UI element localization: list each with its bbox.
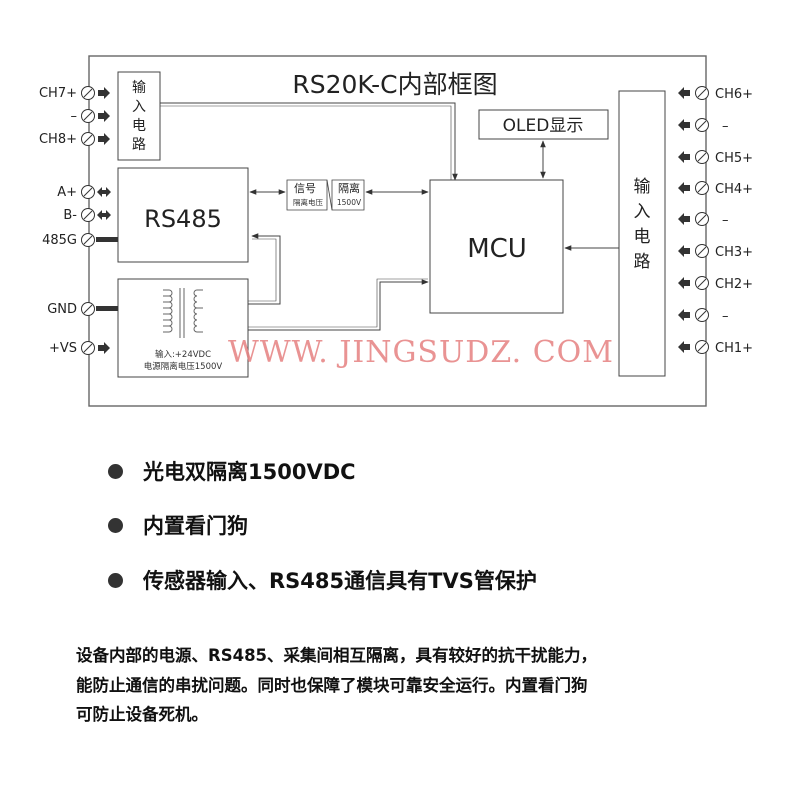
terminal-ch4-plus-arrow bbox=[678, 182, 690, 194]
terminal-ch4-plus-label: CH4+ bbox=[715, 182, 753, 197]
signal-lines bbox=[160, 102, 619, 331]
mcu-label: MCU bbox=[467, 234, 527, 264]
right-terminal-group: CH6+ – CH5+ CH4+ – CH3+ CH2+ – CH1+ bbox=[678, 86, 753, 356]
power-input-text: 输入:+24VDC bbox=[155, 349, 211, 360]
terminal-minus-1-label: – bbox=[71, 109, 78, 124]
terminal-ch8-plus-arrow bbox=[98, 133, 110, 145]
description-line: 可防止设备死机。 bbox=[76, 705, 208, 724]
block-diagram: RS20K-C内部框图 输 入 电 路 RS485 输入:+24VDC 电源隔离… bbox=[39, 55, 753, 407]
description-line: 能防止通信的串扰问题。同时也保障了模块可靠安全运行。内置看门狗 bbox=[76, 675, 588, 695]
terminal-minus-r1-label: – bbox=[722, 119, 729, 134]
right-input-char-1: 输 bbox=[634, 177, 651, 197]
left-input-char-3: 电 bbox=[132, 118, 146, 134]
terminal-ch7-plus-label: CH7+ bbox=[39, 86, 77, 101]
terminal-ch7-plus-arrow bbox=[98, 87, 110, 99]
terminal-gnd-lead bbox=[96, 306, 118, 311]
terminal-minus-r3-label: – bbox=[722, 309, 729, 324]
rs485-label: RS485 bbox=[144, 205, 222, 233]
right-input-char-3: 电 bbox=[634, 227, 651, 247]
power-box bbox=[117, 278, 249, 378]
isolator-voltage-value: 1500V bbox=[337, 198, 362, 207]
feature-item: 光电双隔离1500VDC bbox=[108, 456, 356, 486]
terminal-minus-r3-arrow bbox=[678, 309, 690, 321]
description-paragraph: 设备内部的电源、RS485、采集间相互隔离，具有较好的抗干扰能力， 能防止通信的… bbox=[76, 641, 776, 730]
terminal-ch6-plus-label: CH6+ bbox=[715, 87, 753, 102]
terminal-minus-r2-arrow bbox=[678, 213, 690, 225]
terminal-ch8-plus-label: CH8+ bbox=[39, 132, 77, 147]
terminal-ch5-plus-arrow bbox=[678, 151, 690, 163]
bullet-dot-icon bbox=[108, 463, 123, 479]
isolator-signal-label: 信号 bbox=[294, 182, 316, 195]
right-input-circuit-box bbox=[618, 90, 666, 377]
description-line: 设备内部的电源、RS485、采集间相互隔离，具有较好的抗干扰能力， bbox=[76, 646, 598, 665]
left-input-char-4: 路 bbox=[132, 137, 146, 153]
signal-isolator: 信号 隔离 隔离电压 1500V bbox=[286, 179, 365, 211]
left-terminal-group: CH7+ – CH8+ A+ B- 485G GND +VS bbox=[39, 86, 118, 356]
terminal-b-minus-label: B- bbox=[63, 208, 77, 223]
terminal-ch1-plus-label: CH1+ bbox=[715, 341, 753, 356]
right-input-char-4: 路 bbox=[634, 252, 651, 272]
terminal-minus-r1-arrow bbox=[678, 119, 690, 131]
oled-box bbox=[478, 109, 609, 140]
terminal-a-plus-label: A+ bbox=[57, 185, 77, 200]
oled-label: OLED显示 bbox=[503, 116, 584, 136]
module-outline bbox=[88, 55, 707, 407]
left-input-char-1: 输 bbox=[132, 80, 146, 96]
terminal-ch5-plus-label: CH5+ bbox=[715, 151, 753, 166]
rs485-box bbox=[117, 167, 249, 263]
bullet-dot-icon bbox=[108, 517, 123, 533]
left-input-circuit-box bbox=[117, 71, 161, 161]
left-input-char-2: 入 bbox=[132, 99, 146, 115]
terminal-ch2-plus-arrow bbox=[678, 277, 690, 289]
terminal-ch2-plus-label: CH2+ bbox=[715, 277, 753, 292]
terminal-485g-lead bbox=[96, 237, 118, 242]
isolator-voltage-label: 隔离电压 bbox=[293, 197, 323, 207]
diagram-title: RS20K-C内部框图 bbox=[292, 70, 497, 99]
transformer-icon bbox=[163, 288, 203, 338]
feature-item: 传感器输入、RS485通信具有TVS管保护 bbox=[108, 565, 537, 595]
terminal-vs-label: +VS bbox=[49, 341, 77, 356]
terminal-a-plus-arrow bbox=[97, 187, 111, 197]
feature-item: 内置看门狗 bbox=[108, 510, 248, 540]
isolator-isolation-label: 隔离 bbox=[338, 181, 360, 195]
terminal-b-minus-arrow bbox=[97, 210, 111, 220]
feature-text: 内置看门狗 bbox=[143, 514, 248, 538]
terminal-gnd-label: GND bbox=[47, 302, 77, 317]
power-isolation-text: 电源隔离电压1500V bbox=[144, 361, 223, 372]
right-input-char-2: 入 bbox=[634, 202, 651, 222]
terminal-vs-arrow bbox=[98, 342, 110, 354]
feature-text: 传感器输入、RS485通信具有TVS管保护 bbox=[143, 569, 537, 593]
terminal-minus-r2-label: – bbox=[722, 213, 729, 228]
bullet-dot-icon bbox=[108, 572, 123, 588]
terminal-485g-label: 485G bbox=[42, 233, 77, 248]
watermark: WWW. JINGSUDZ. COM bbox=[228, 335, 614, 370]
terminal-minus-1-arrow bbox=[98, 110, 110, 122]
mcu-box bbox=[429, 179, 564, 314]
feature-text: 光电双隔离1500VDC bbox=[143, 460, 356, 484]
terminal-ch1-plus-arrow bbox=[678, 341, 690, 353]
terminal-ch3-plus-arrow bbox=[678, 245, 690, 257]
terminal-ch6-plus-arrow bbox=[678, 87, 690, 99]
terminal-ch3-plus-label: CH3+ bbox=[715, 245, 753, 260]
